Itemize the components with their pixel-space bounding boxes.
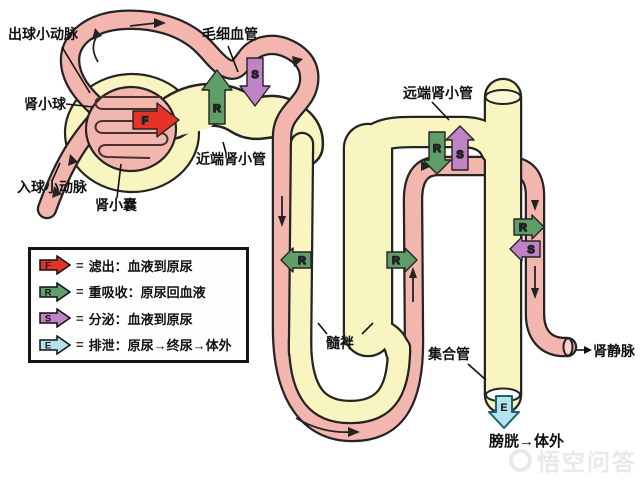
reabsorption-letter: R [433,143,441,155]
flow-arrow-icon [421,161,432,171]
label-bladder-out: 膀胱→体外 [489,433,565,450]
filtration-arrow: F [132,102,180,138]
secretion-letter: S [527,244,534,256]
flow-arrow-icon [531,200,539,211]
label-collecting-duct: 集合管 [428,346,470,362]
filtration-arrow-icon: F [39,255,71,276]
legend-text-reabsorption: 重吸收：原尿回血液 [88,285,206,301]
flow-arrow-icon [154,18,166,28]
reabsorption-arrow-distal: R [422,131,452,175]
reabsorption-letter: R [213,103,221,115]
flow-arrow-icon [292,56,303,67]
legend-letter: R [45,287,52,298]
flow-arrow-icon [531,288,539,299]
secretion-arrow-proximal: S [239,57,271,107]
watermark-text: 悟空问答 [537,449,637,475]
legend-row-secretion: S = 分泌：血液到原尿 [39,308,246,329]
collecting-duct-top-opening [484,89,522,105]
secretion-letter: S [251,69,258,81]
label-loop-of-henle: 髓袢 [326,335,354,351]
label-bowmans-capsule: 肾小囊 [95,197,137,213]
legend-letter: F [45,261,51,272]
label-afferent-arteriole: 入球小动脉 [17,179,87,195]
flow-arrow-icon [409,267,417,278]
reabsorption-arrow-proximal: R [201,69,233,125]
legend-text-filtration: 滤出：血液到原尿 [88,258,193,274]
renal-vein-pointer-arrow [584,346,592,354]
reabsorption-letter: R [392,255,400,267]
legend-box: F = 滤出：血液到原尿 R = 重吸收：原尿回血液 S = 分泌：血液到原尿 … [28,247,249,363]
secretion-letter: S [456,149,463,161]
legend-equals: = [76,337,84,353]
filtration-letter: F [142,115,149,127]
watermark-logo-icon [509,448,532,472]
label-glomerulus: 肾小球 [24,96,66,112]
flow-arrow-icon [52,186,62,198]
reabsorption-arrow-ascending: R [386,247,418,273]
legend-row-reabsorption: R = 重吸收：原尿回血液 [39,281,246,302]
legend-text-secretion: 分泌：血液到原尿 [88,311,193,327]
glomerulus-shape [84,85,178,173]
legend-letter: E [45,340,51,351]
flow-arrows [52,18,539,437]
flow-arrow-icon [92,28,102,40]
reabsorption-letter: R [519,222,527,234]
watermark: 悟空问答 [509,443,637,477]
legend-row-excretion: E = 排泄：原尿→终尿→体外 [39,334,246,355]
reabsorption-letter: R [298,255,306,267]
flow-arrow-icon [278,216,286,227]
secretion-arrow-icon: S [39,308,71,329]
label-distal-tubule: 远端肾小管 [403,85,473,101]
flow-arrow-icon [348,427,360,437]
glomerulus-coils [94,96,169,159]
label-proximal-tubule: 近端肾小管 [196,151,266,167]
pointer-lines [51,45,592,381]
process-arrows: F R S R R R S [132,57,545,429]
legend-letter: S [45,314,51,325]
label-renal-vein: 肾静脉 [593,343,635,359]
secretion-arrow-distal: S [445,125,475,171]
tubule-shape [287,77,523,425]
secretion-arrow-duct: S [509,236,541,262]
legend-text-excretion: 排泄：原尿→终尿→体外 [88,338,232,354]
label-efferent-arteriole: 出球小动脉 [8,26,78,42]
excretion-arrow: E [488,395,520,429]
reabsorption-arrow-icon: R [39,281,71,302]
legend-equals: = [76,310,84,326]
legend-row-filtration: F = 滤出：血液到原尿 [39,255,246,276]
legend-equals: = [76,257,84,273]
reabsorption-arrow-duct: R [513,214,545,240]
excretion-arrow-icon: E [39,334,71,355]
reabsorption-arrow-descending: R [280,247,312,273]
renal-vein-opening [562,337,574,357]
legend-equals: = [76,284,84,300]
label-capillary: 毛细血管 [202,26,258,42]
flow-arrow-icon [68,154,78,166]
excretion-letter: E [500,402,507,414]
